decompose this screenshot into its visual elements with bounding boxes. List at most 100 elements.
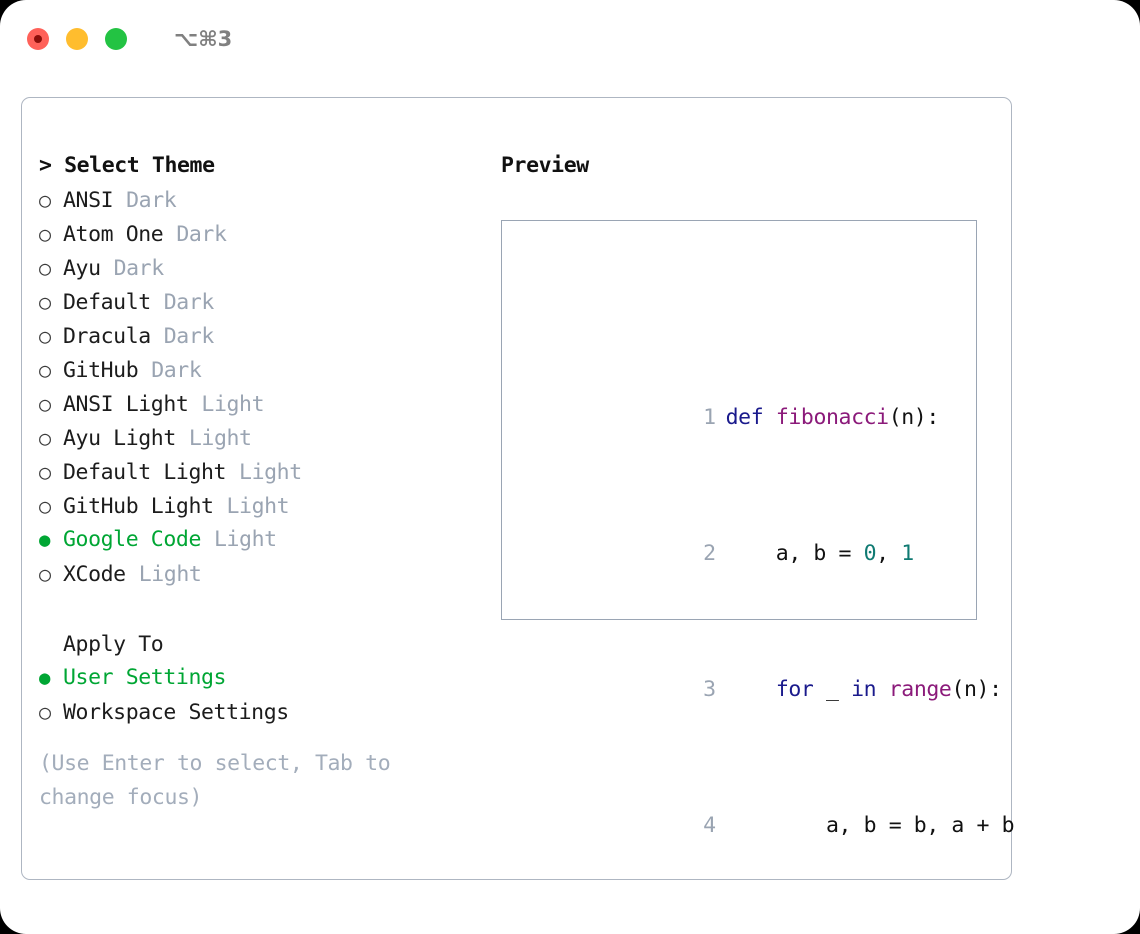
theme-name-label: Ayu Light <box>63 426 176 451</box>
theme-list-item-atom-one[interactable]: ○ Atom One Dark <box>39 217 499 251</box>
close-button[interactable] <box>27 28 49 50</box>
main-panel: > Select Theme ○ ANSI Dark ○ Atom One Da… <box>21 97 1015 880</box>
theme-list-item-ansi[interactable]: ○ ANSI Dark <box>39 183 499 217</box>
code-token: _ <box>813 677 852 702</box>
theme-variant-tag: Light <box>188 426 252 451</box>
theme-variant-tag: Dark <box>151 358 202 383</box>
radio-icon[interactable]: ○ <box>39 562 52 586</box>
theme-list-item-xcode[interactable]: ○ XCode Light <box>39 557 499 591</box>
theme-list-item-ansi-light[interactable]: ○ ANSI Light Light <box>39 387 499 421</box>
apply-to-header: Apply To <box>39 627 499 661</box>
radio-icon[interactable]: ○ <box>39 426 52 450</box>
line-number: 3 <box>703 677 716 702</box>
line-number: 4 <box>703 813 716 838</box>
theme-name-label: GitHub Light <box>63 494 214 519</box>
radio-icon[interactable]: ○ <box>39 358 52 382</box>
select-theme-header: > Select Theme <box>39 149 499 183</box>
apply-option-user-settings[interactable]: ● User Settings <box>39 661 499 695</box>
theme-name-label: Atom One <box>63 222 164 247</box>
theme-list-item-github[interactable]: ○ GitHub Dark <box>39 353 499 387</box>
keyboard-hint-text: (Use Enter to select, Tab to change focu… <box>39 751 391 810</box>
theme-name-label: Default Light <box>63 460 227 485</box>
code-token: , <box>876 541 902 566</box>
code-line: 4 a, b = b, a + b <box>518 775 1039 838</box>
line-number: 2 <box>703 541 716 566</box>
radio-icon[interactable]: ○ <box>39 290 52 314</box>
code-token: range <box>888 677 952 702</box>
theme-list-item-google-code[interactable]: ● Google Code Light <box>39 523 499 557</box>
theme-list-item-default[interactable]: ○ Default Dark <box>39 285 499 319</box>
select-theme-header-label: > Select Theme <box>39 153 215 178</box>
spacer-glyph <box>39 627 63 661</box>
apply-option-workspace-settings[interactable]: ○ Workspace Settings <box>39 695 499 729</box>
apply-to-list: ● User Settings ○ Workspace Settings <box>39 661 499 729</box>
apply-option-label: Workspace Settings <box>63 700 289 725</box>
code-token: 0 <box>863 541 877 566</box>
title-bar: ⌥⌘3 <box>0 0 1140 78</box>
theme-variant-tag: Light <box>226 494 290 519</box>
minimize-button[interactable] <box>66 28 88 50</box>
code-line: 3 for _ in range(n): <box>518 639 1039 702</box>
theme-name-label: Default <box>63 290 151 315</box>
theme-selector-column: > Select Theme ○ ANSI Dark ○ Atom One Da… <box>39 149 499 815</box>
theme-variant-tag: Dark <box>176 222 227 247</box>
code-line: 5 return a <box>518 911 1039 934</box>
theme-name-label: Google Code <box>63 527 201 552</box>
theme-name-label: GitHub <box>63 358 139 383</box>
theme-name-label: XCode <box>63 562 126 587</box>
code-token: (n): <box>888 405 940 430</box>
code-token: a, b = <box>725 541 864 566</box>
apply-option-label: User Settings <box>63 665 227 690</box>
radio-selected-icon[interactable]: ● <box>39 667 51 689</box>
theme-list-item-ayu-light[interactable]: ○ Ayu Light Light <box>39 421 499 455</box>
code-token: fibonacci <box>775 405 889 430</box>
code-token: 1 <box>901 541 914 566</box>
theme-name-label: Ayu <box>63 256 101 281</box>
code-token: for <box>775 677 814 702</box>
code-token <box>876 677 889 702</box>
theme-list-item-dracula[interactable]: ○ Dracula Dark <box>39 319 499 353</box>
window-controls <box>27 28 127 50</box>
theme-variant-tag: Light <box>138 562 202 587</box>
theme-variant-tag: Light <box>213 527 277 552</box>
radio-icon[interactable]: ○ <box>39 222 52 246</box>
radio-icon[interactable]: ○ <box>39 188 52 212</box>
radio-icon[interactable]: ○ <box>39 392 52 416</box>
radio-icon[interactable]: ○ <box>39 460 52 484</box>
theme-variant-tag: Light <box>239 460 302 485</box>
theme-variant-tag: Dark <box>113 256 165 281</box>
radio-selected-icon[interactable]: ● <box>39 529 51 551</box>
preview-title-label: Preview <box>501 153 589 178</box>
theme-list: ○ ANSI Dark ○ Atom One Dark ○ Ayu <box>39 183 499 591</box>
theme-list-item-default-light[interactable]: ○ Default Light Light <box>39 455 499 489</box>
theme-name-label: Dracula <box>63 324 151 349</box>
code-token: in <box>851 677 877 702</box>
line-number: 1 <box>703 405 716 430</box>
apply-to-header-label: Apply To <box>63 632 164 657</box>
code-token <box>726 677 776 702</box>
theme-variant-tag: Dark <box>126 188 177 213</box>
theme-list-item-ayu[interactable]: ○ Ayu Dark <box>39 251 499 285</box>
theme-name-label: ANSI Light <box>63 392 189 417</box>
section-spacer <box>39 591 499 627</box>
theme-name-label: ANSI <box>63 188 114 213</box>
radio-icon[interactable]: ○ <box>39 324 52 348</box>
radio-icon[interactable]: ○ <box>39 494 52 518</box>
radio-icon[interactable]: ○ <box>39 700 52 724</box>
recording-dot-icon <box>34 35 42 43</box>
radio-icon[interactable]: ○ <box>39 256 52 280</box>
theme-variant-tag: Dark <box>163 290 215 315</box>
theme-variant-tag: Dark <box>163 324 215 349</box>
code-token: (n): <box>951 677 1002 702</box>
code-line: 2 a, b = 0, 1 <box>518 503 1039 566</box>
theme-list-item-github-light[interactable]: ○ GitHub Light Light <box>39 489 499 523</box>
code-token: a, b = b, a + b <box>725 813 1015 838</box>
theme-variant-tag: Light <box>201 392 265 417</box>
maximize-button[interactable] <box>105 28 127 50</box>
keyboard-shortcut-label: ⌥⌘3 <box>174 27 233 51</box>
